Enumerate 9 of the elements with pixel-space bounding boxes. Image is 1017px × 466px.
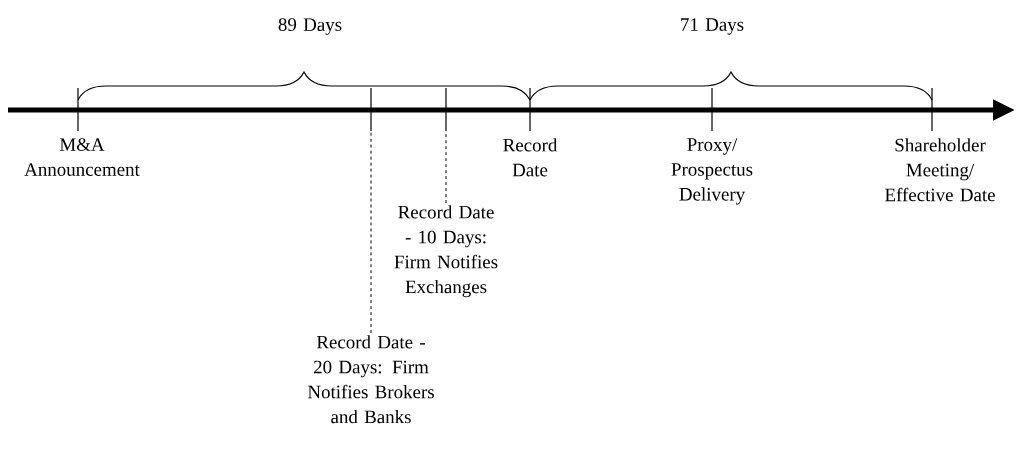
event-label: Proxy/ Prospectus Delivery [671, 138, 753, 205]
leader-line [370, 130, 372, 334]
event-label: Record Date - 10 Days: Firm Notifies Exchanges [394, 205, 498, 298]
event-label: Record Date - 20 Days: Firm Notifies Brokers and Banks [307, 335, 434, 424]
duration-label: 71 Days [681, 18, 744, 35]
event-label: M&A Announcement [24, 138, 140, 176]
duration-label: 89 Days [278, 18, 342, 35]
event-label: Record Date [503, 138, 558, 177]
event-label: Shareholder Meeting/ Effective Date [885, 138, 995, 202]
